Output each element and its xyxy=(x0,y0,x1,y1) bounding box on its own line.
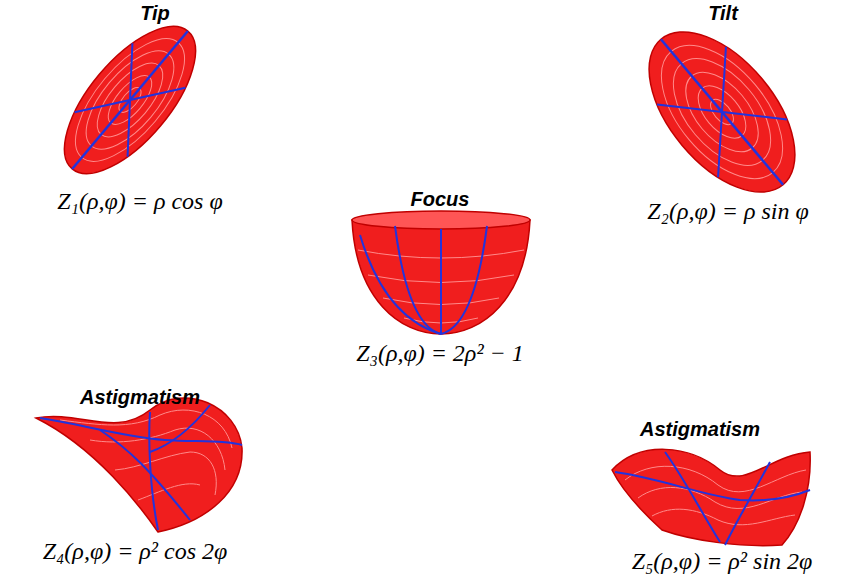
meridian-line xyxy=(75,43,186,156)
zernike-formula: Z₅(ρ,φ) = ρ² sin 2φ xyxy=(632,548,813,576)
zernike-formula: Z₃(ρ,φ) = 2ρ² − 1 xyxy=(356,340,524,368)
meridian-line xyxy=(657,47,787,178)
meridian-line xyxy=(665,452,720,542)
meridian-line xyxy=(100,430,190,520)
mesh-ring xyxy=(655,41,790,183)
mesh-line xyxy=(115,452,216,495)
zernike-formula: Z₄(ρ,φ) = ρ² cos 2φ xyxy=(43,538,228,566)
paraboloid-body xyxy=(352,220,530,334)
meridian-line xyxy=(440,229,442,334)
aberration-name: Tip xyxy=(140,2,170,25)
paraboloid-rim xyxy=(352,211,530,229)
meridian-line xyxy=(441,226,487,334)
tilt-surface xyxy=(621,6,823,218)
meridian-line xyxy=(75,43,186,156)
astigmatism-saddle xyxy=(612,449,810,545)
tip-surface xyxy=(42,5,219,194)
focus-surface xyxy=(352,211,530,334)
meridian-line xyxy=(149,412,158,530)
mesh-line xyxy=(138,484,200,500)
mesh-ring xyxy=(71,37,190,164)
surface-disc xyxy=(42,5,219,194)
meridian-line xyxy=(657,47,787,178)
surface-disc xyxy=(621,6,823,218)
zernike-formula: Z₁(ρ,φ) = ρ cos φ xyxy=(57,188,222,216)
mesh-ring xyxy=(57,21,204,178)
aberration-name: Astigmatism xyxy=(640,418,760,441)
aberration-name: Astigmatism xyxy=(80,386,200,409)
astigmatism-saddle xyxy=(36,398,242,532)
aberration-name: Tilt xyxy=(708,2,738,25)
mesh-line xyxy=(652,509,795,525)
meridian-line xyxy=(40,418,242,445)
zernike-formula: Z₂(ρ,φ) = ρ sin φ xyxy=(647,198,808,226)
aberration-name: Focus xyxy=(411,188,470,211)
meridian-line xyxy=(360,235,441,334)
meridian-line xyxy=(72,31,188,169)
meridian-line xyxy=(150,405,210,452)
meridian-line xyxy=(615,472,810,500)
saddle-body xyxy=(612,449,810,545)
meridian-line xyxy=(725,462,770,545)
meridian-line xyxy=(395,226,441,334)
saddle-body xyxy=(36,398,242,532)
mesh-ring xyxy=(638,24,805,200)
